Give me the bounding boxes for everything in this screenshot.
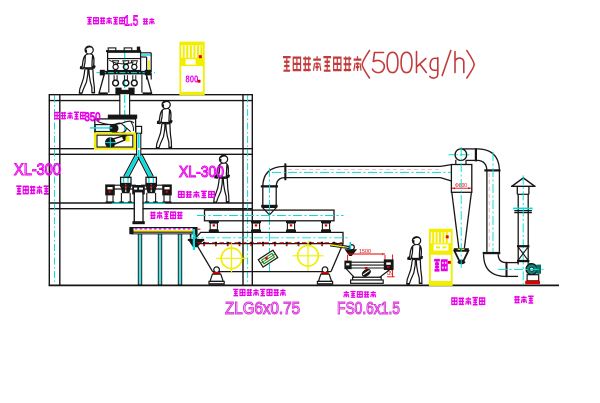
svg-text:500: 500 <box>387 265 393 275</box>
svg-text:XL-300: XL-300 <box>179 164 224 181</box>
svg-text:FS0.6x1.5: FS0.6x1.5 <box>337 298 400 318</box>
svg-text:ZLG6x0.75: ZLG6x0.75 <box>225 298 300 318</box>
svg-text:1500: 1500 <box>359 249 371 255</box>
svg-text:XL-300: XL-300 <box>14 161 61 179</box>
svg-text:350: 350 <box>85 110 101 124</box>
svg-text:1.5: 1.5 <box>124 14 138 30</box>
svg-text:800: 800 <box>185 74 198 85</box>
